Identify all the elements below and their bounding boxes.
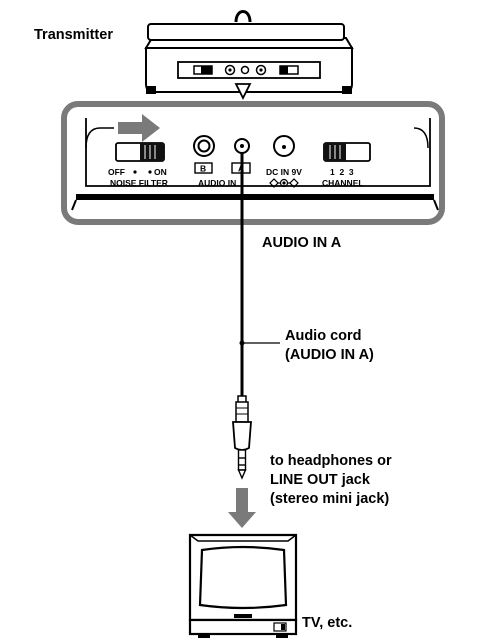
audio-in-a-label: AUDIO IN A	[262, 235, 342, 251]
jack-label-1: to headphones or	[270, 453, 392, 469]
connect-arrow	[228, 488, 256, 528]
tv-set	[188, 533, 298, 638]
jack-label-3: (stereo mini jack)	[270, 491, 389, 507]
channel-numbers: 1 2 3	[330, 167, 354, 177]
switch-off-label: OFF	[108, 167, 125, 177]
zoomed-panel: OFF ON NOISE FILTER B A AUDIO IN DC IN 9…	[61, 101, 445, 225]
dc-in-label: DC IN 9V	[266, 167, 302, 177]
transmitter-unit	[144, 10, 354, 101]
zoom-pointer	[234, 83, 252, 101]
noise-filter-label: NOISE FILTER	[110, 178, 168, 188]
dc-in-jack[interactable]	[273, 135, 295, 157]
jack-label-2: LINE OUT jack	[270, 472, 371, 488]
audio-in-a-jack[interactable]	[234, 138, 250, 154]
polarity-icon	[269, 178, 299, 188]
audio-in-b-jack[interactable]	[193, 135, 215, 157]
stereo-mini-plug	[232, 395, 252, 480]
audio-cord-label-2: (AUDIO IN A)	[285, 347, 374, 363]
noise-filter-switch[interactable]	[115, 142, 165, 162]
zoom-frame	[61, 101, 445, 225]
audio-cord	[239, 152, 280, 398]
channel-label: CHANNEL	[322, 178, 364, 188]
switch-on-label: ON	[154, 167, 167, 177]
slide-direction-arrow	[118, 114, 160, 142]
channel-switch[interactable]	[323, 142, 371, 162]
audio-in-label: AUDIO IN	[198, 178, 236, 188]
jack-b-label: B	[200, 164, 206, 174]
transmitter-antenna	[234, 10, 252, 23]
transmitter-label: Transmitter	[34, 27, 113, 43]
tv-screen	[198, 545, 288, 610]
panel-ledge	[76, 194, 434, 200]
audio-cord-label-1: Audio cord	[285, 328, 362, 344]
tv-label: TV, etc.	[302, 615, 352, 631]
